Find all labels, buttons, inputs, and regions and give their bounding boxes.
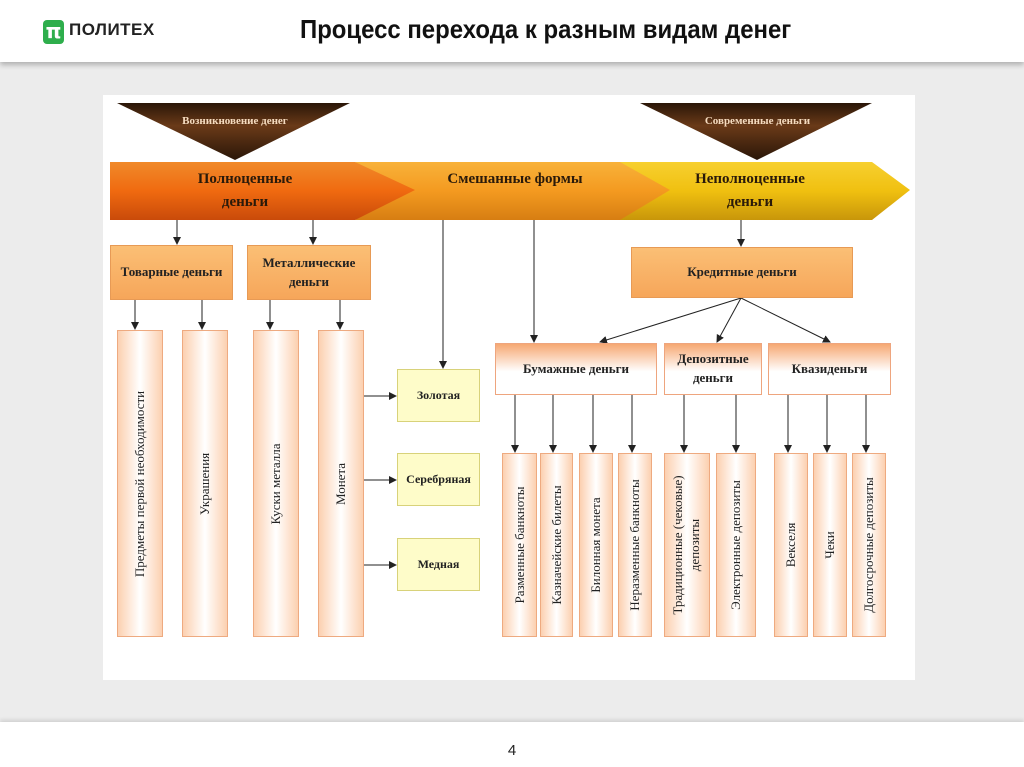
footer: [0, 722, 1024, 767]
modern-label: Современные деньги: [704, 115, 811, 127]
list-item: Куски металла: [253, 330, 299, 637]
logo-icon: π: [43, 20, 64, 44]
list-item: Предметы первой необходимости: [117, 330, 163, 637]
mixed-forms: Смешанные формы: [447, 171, 583, 187]
full-value-money: Полноценные деньги: [197, 171, 293, 211]
triangle-left: [117, 103, 350, 160]
connector-arrows: [131, 220, 870, 569]
metal-money: Металлические деньги: [247, 245, 371, 300]
list-item: Билонная монета: [579, 453, 613, 637]
list-item: Традиционные (чековые) депозиты: [664, 453, 710, 637]
band-segment-2: [355, 162, 670, 220]
coin-copper: Медная: [397, 538, 480, 591]
paper-money: Бумажные деньги: [495, 343, 657, 395]
list-item: Чеки: [813, 453, 847, 637]
list-item: Казначейские билеты: [540, 453, 573, 637]
deposit-money: Депозитные деньги: [664, 343, 762, 395]
coin-gold: Золотая: [397, 369, 480, 422]
token-money: Неполноценные деньги: [695, 171, 805, 211]
band-segment-1: [110, 162, 415, 220]
triangle-right: [640, 103, 872, 160]
list-item: Украшения: [182, 330, 228, 637]
page-number: 4: [507, 742, 517, 759]
header: π ПОЛИТЕХ Процесс перехода к разным вида…: [0, 0, 1024, 62]
brand-name: ПОЛИТЕХ: [69, 20, 155, 39]
band-segment-3: [600, 162, 910, 220]
list-item: Векселя: [774, 453, 808, 637]
coin-silver: Серебряная: [397, 453, 480, 506]
list-item: Электронные депозиты: [716, 453, 756, 637]
origin-label: Возникновение денег: [182, 115, 288, 127]
list-item: Разменные банкноты: [502, 453, 537, 637]
credit-money: Кредитные деньги: [631, 247, 853, 298]
list-item: Неразменные банкноты: [618, 453, 652, 637]
page-title: Процесс перехода к разным видам денег: [300, 14, 792, 44]
list-item: Долгосрочные депозиты: [852, 453, 886, 637]
commodity-money: Товарные деньги: [110, 245, 233, 300]
quasi-money: Квазиденьги: [768, 343, 891, 395]
list-item: Монета: [318, 330, 364, 637]
